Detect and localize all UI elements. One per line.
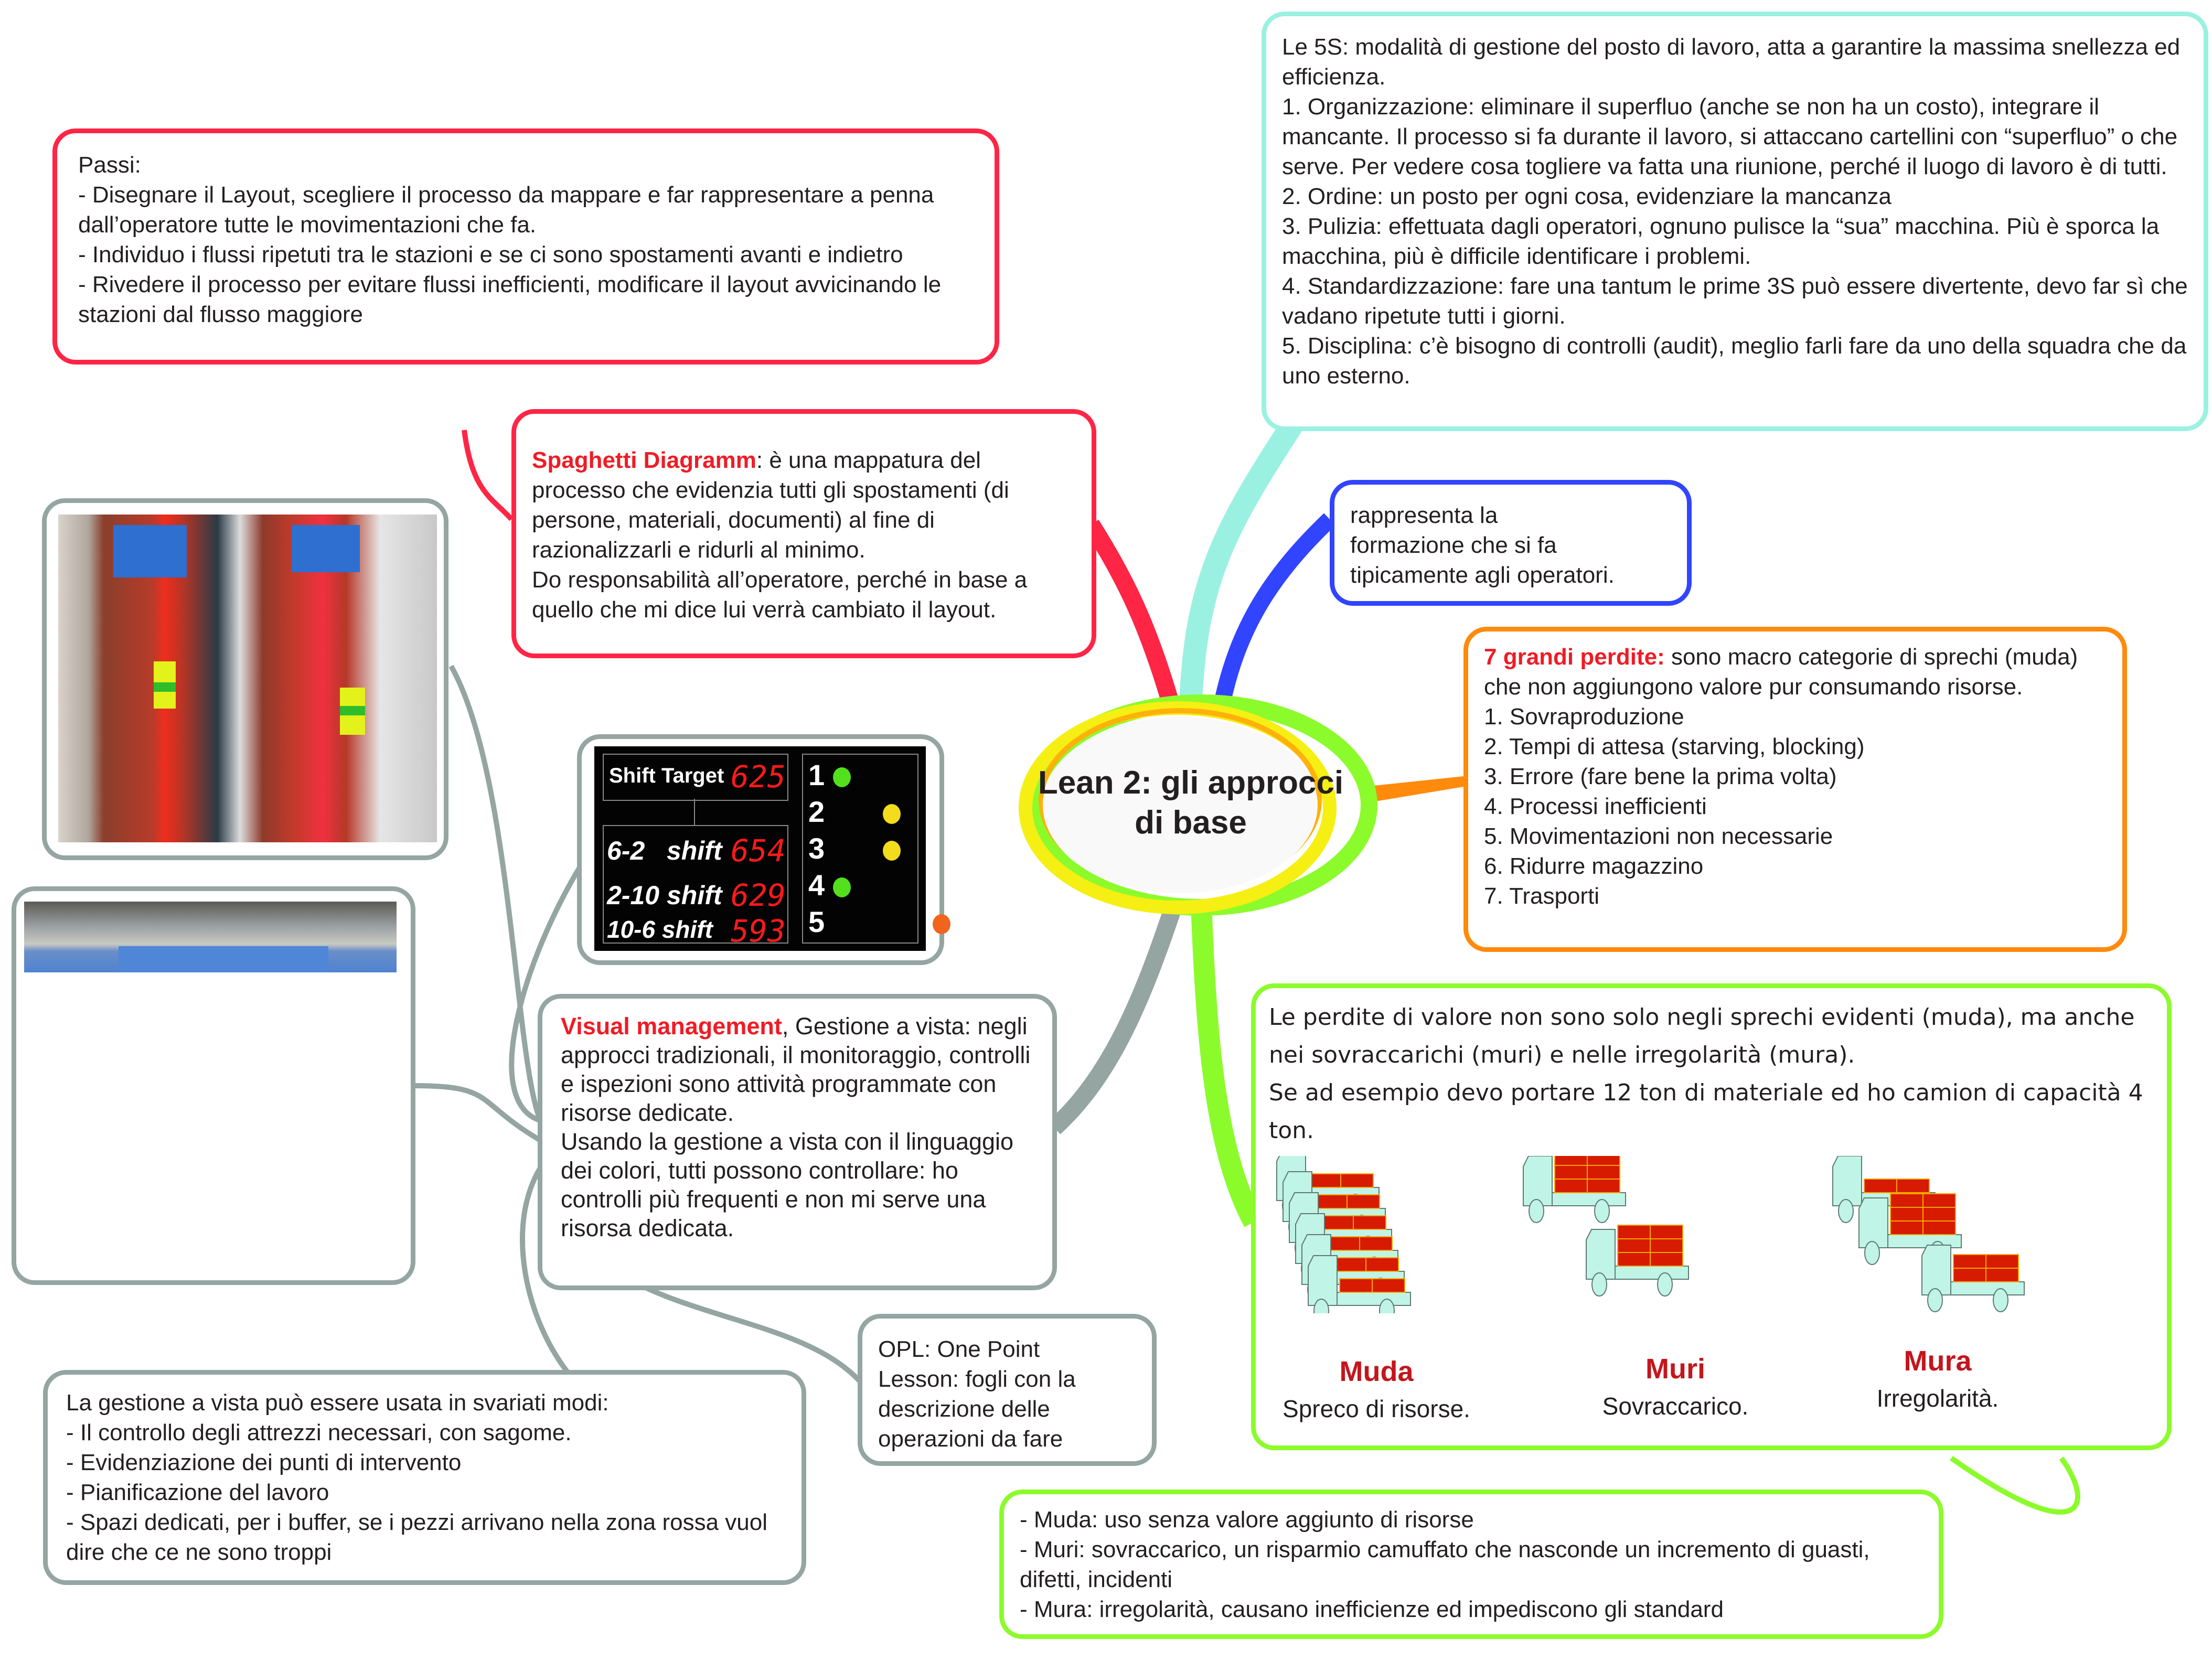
station-5-status-lamp bbox=[933, 914, 950, 934]
shift-2-value: 629 bbox=[731, 877, 786, 913]
branch-grey bbox=[1048, 899, 1184, 1134]
spaghetti-highlight: Spaghetti Diagramm bbox=[532, 447, 756, 473]
node-muda-muri-mura[interactable]: Le perdite di valore non sono solo negli… bbox=[1251, 983, 2172, 1450]
tank-green-band-right bbox=[340, 706, 365, 715]
formazione-text: rappresenta la formazione che si fa tipi… bbox=[1350, 502, 1615, 588]
branch-lime-thin bbox=[1950, 1455, 2080, 1515]
branch-blue bbox=[1214, 513, 1336, 705]
station-1-number: 1 bbox=[808, 758, 825, 791]
muri-subtitle: Sovraccarico. bbox=[1602, 1392, 1749, 1420]
shift-target-value: 625 bbox=[731, 759, 786, 795]
usi-gestione-vista-text: La gestione a vista può essere usata in … bbox=[66, 1390, 768, 1565]
station-5-number: 5 bbox=[808, 905, 825, 938]
branch-grey-1 bbox=[509, 838, 601, 1125]
node-7-grandi-perdite[interactable]: 7 grandi perdite: sono macro categorie d… bbox=[1463, 627, 2127, 952]
factory-photo bbox=[24, 902, 397, 972]
station-2-status-lamp bbox=[883, 804, 901, 824]
visual-management-highlight: Visual management bbox=[561, 1013, 782, 1040]
stations-cell bbox=[802, 754, 918, 944]
branch-grey-5 bbox=[628, 1277, 865, 1387]
branch-red bbox=[1083, 519, 1179, 703]
muda-subtitle: Spreco di risorse. bbox=[1283, 1395, 1470, 1422]
perdite-item-2: 2. Tempi di attesa (starving, blocking) bbox=[1484, 734, 1865, 759]
trucks-illustration bbox=[1276, 1156, 2025, 1313]
shift-target-label: Shift Target bbox=[609, 764, 724, 787]
shift-2-label: 2-10 shift bbox=[607, 881, 722, 910]
station-3-status-lamp bbox=[883, 841, 901, 861]
node-definizioni[interactable]: - Muda: uso senza valore aggiunto di ris… bbox=[999, 1490, 1943, 1639]
perdite-item-6: 6. Ridurre magazzino bbox=[1484, 853, 1704, 879]
muda-title: Muda bbox=[1339, 1356, 1414, 1387]
station-4-number: 4 bbox=[808, 869, 825, 902]
branch-lime bbox=[1191, 902, 1263, 1227]
node-photo-tanks[interactable] bbox=[42, 498, 448, 860]
truck bbox=[1523, 1156, 1626, 1223]
node-5s[interactable]: Le 5S: modalità di gestione del posto di… bbox=[1262, 12, 2208, 431]
branch-orange bbox=[1364, 776, 1463, 802]
node-spaghetti-diagram[interactable]: Spaghetti Diagramm: è una mappatura del … bbox=[511, 409, 1096, 658]
station-4-status-lamp bbox=[833, 877, 851, 897]
perdite-item-1: 1. Sovraproduzione bbox=[1484, 704, 1684, 730]
tank-top-left bbox=[113, 525, 187, 577]
branch-red-thin bbox=[462, 430, 514, 521]
branch-grey-4 bbox=[520, 1152, 571, 1376]
branch-grey-3 bbox=[411, 1083, 547, 1146]
station-2-number: 2 bbox=[808, 795, 825, 828]
shift-3-value: 593 bbox=[731, 913, 786, 949]
tank-top-right bbox=[292, 525, 360, 572]
muda-muri-mura-text: Le perdite di valore non sono solo negli… bbox=[1269, 1004, 2143, 1144]
node-opl[interactable]: OPL: One Point Lesson: fogli con la desc… bbox=[858, 1314, 1157, 1466]
muri-title: Muri bbox=[1645, 1353, 1705, 1385]
perdite-text: sono macro categorie di sprechi (muda) c… bbox=[1484, 644, 2078, 700]
branch-grey-2 bbox=[448, 665, 552, 1136]
central-topic[interactable]: Lean 2: gli approcci di base bbox=[1038, 765, 1344, 841]
opl-text: OPL: One Point Lesson: fogli con la desc… bbox=[878, 1336, 1076, 1452]
spaghetti-text-wrap: Spaghetti Diagramm: è una mappatura del … bbox=[532, 445, 1076, 625]
factory-machine bbox=[119, 946, 328, 972]
truck bbox=[1308, 1255, 1411, 1313]
visual-management-wrap: Visual management, Gestione a vista: neg… bbox=[561, 1012, 1034, 1242]
branch-cyan bbox=[1179, 413, 1306, 703]
center-fill bbox=[1043, 717, 1318, 893]
shift-1-value: 654 bbox=[731, 833, 786, 869]
perdite-item-7: 7. Trasporti bbox=[1484, 883, 1600, 909]
station-3-number: 3 bbox=[808, 832, 825, 865]
definizioni-text: - Muda: uso senza valore aggiunto di ris… bbox=[1020, 1507, 1870, 1622]
passi-text: Passi: - Disegnare il Layout, scegliere … bbox=[78, 152, 942, 327]
mura-subtitle: Irregolarità. bbox=[1876, 1385, 1999, 1412]
shift-1-label: 6-2 shift bbox=[607, 836, 722, 865]
station-1-status-lamp bbox=[833, 767, 851, 787]
truck bbox=[1921, 1245, 2025, 1312]
shift-3-label: 10-6 shift bbox=[607, 916, 713, 943]
perdite-item-3: 3. Errore (fare bene la prima volta) bbox=[1484, 764, 1837, 789]
perdite-item-4: 4. Processi inefficienti bbox=[1484, 794, 1707, 819]
mura-title: Mura bbox=[1904, 1345, 1972, 1377]
node-formazione[interactable]: rappresenta la formazione che si fa tipi… bbox=[1330, 480, 1692, 606]
five-s-text: Le 5S: modalità di gestione del posto di… bbox=[1282, 34, 2188, 389]
perdite-intro: 7 grandi perdite: sono macro categorie d… bbox=[1484, 642, 2107, 702]
node-visual-management[interactable]: Visual management, Gestione a vista: neg… bbox=[538, 994, 1057, 1290]
node-usi-gestione-vista[interactable]: La gestione a vista può essere usata in … bbox=[43, 1370, 806, 1585]
visual-management-text: , Gestione a vista: negli approcci tradi… bbox=[561, 1013, 1031, 1241]
perdite-item-5: 5. Movimentazioni non necessarie bbox=[1484, 823, 1833, 849]
node-shift-board[interactable]: Shift Target 625 6-2 shift 654 2-10 shif… bbox=[577, 734, 950, 965]
spaghetti-text: : è una mappatura del processo che evide… bbox=[532, 447, 1028, 623]
node-passi[interactable]: Passi: - Disegnare il Layout, scegliere … bbox=[52, 128, 999, 365]
perdite-highlight: 7 grandi perdite: bbox=[1484, 644, 1665, 670]
truck bbox=[1586, 1225, 1689, 1297]
node-photo-factory[interactable] bbox=[12, 886, 415, 1285]
tank-green-band-left bbox=[154, 682, 176, 692]
target-connector bbox=[694, 799, 695, 825]
center-ring-yellow bbox=[1019, 701, 1337, 914]
tanks-photo bbox=[58, 515, 437, 842]
shifts-cell bbox=[603, 825, 788, 944]
target-cell bbox=[603, 754, 788, 801]
shift-board: Shift Target 625 6-2 shift 654 2-10 shif… bbox=[594, 746, 950, 951]
